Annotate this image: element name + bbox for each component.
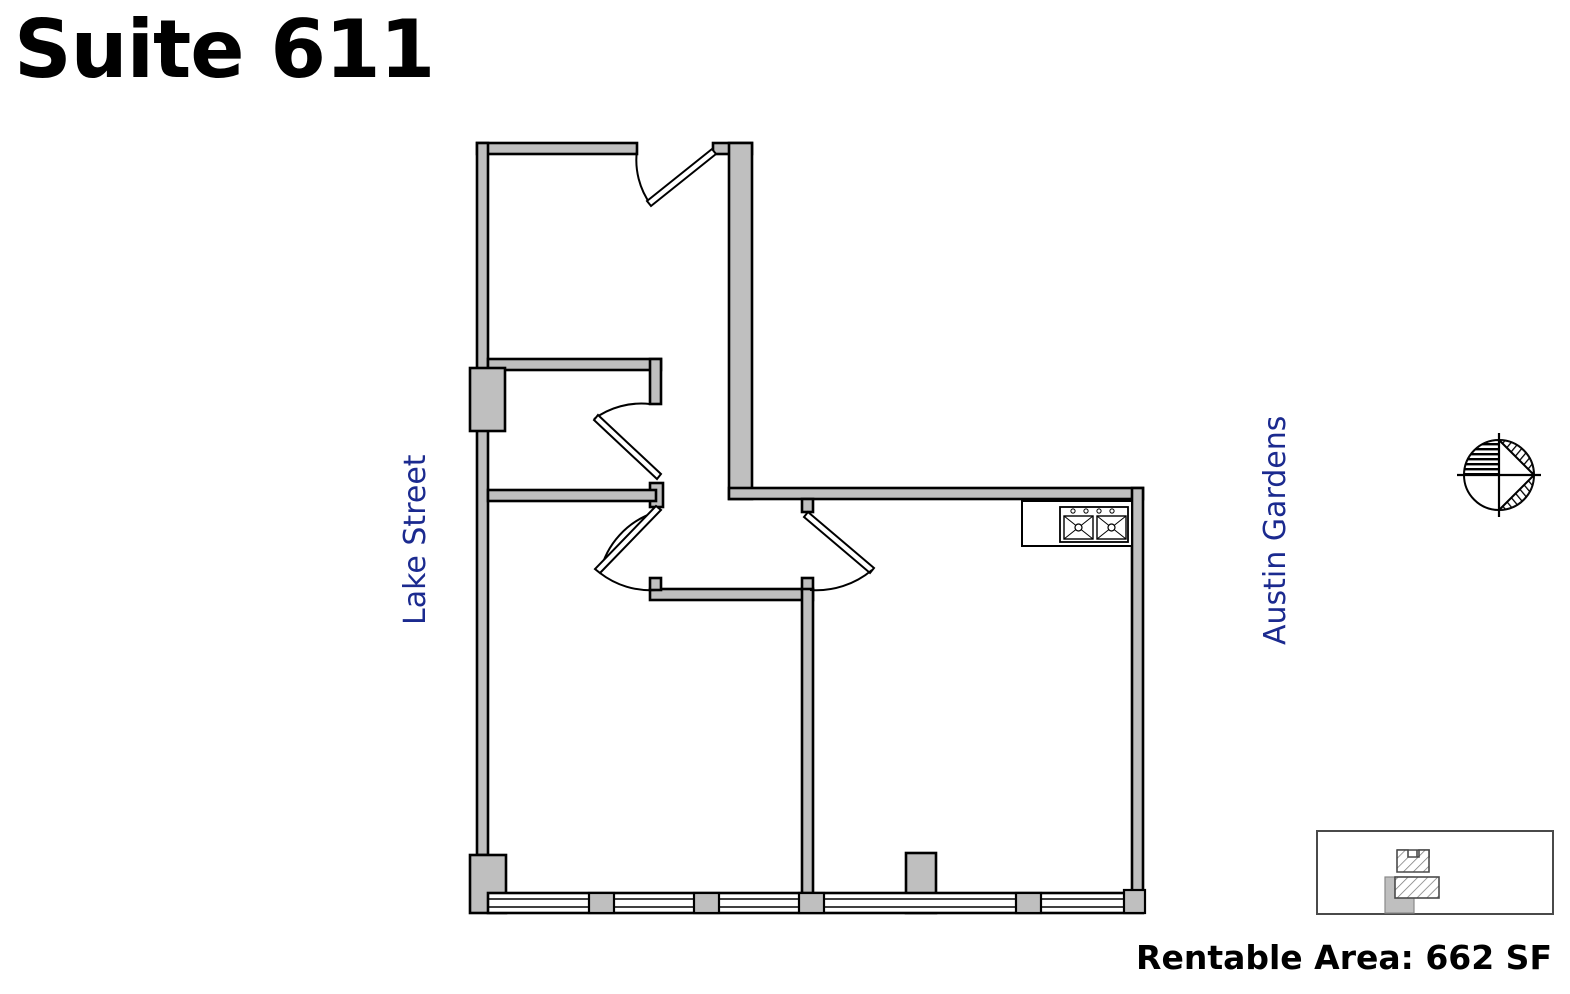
wall-east-exterior — [1130, 486, 1145, 908]
window-corner-east — [1122, 888, 1147, 915]
entry-door — [635, 147, 718, 208]
street-label-lake-street: Lake Street — [398, 454, 433, 625]
wall-central-divider — [800, 587, 815, 901]
wall-small-office-right-upper — [648, 357, 663, 406]
kitchenette-counter — [1021, 500, 1133, 547]
building-key-plan-icon — [1316, 830, 1554, 915]
south-curtain-wall — [486, 888, 1147, 915]
window-mullion-1 — [587, 891, 616, 915]
wall-west-exterior-upper — [475, 141, 490, 372]
window-mullion-4 — [1014, 891, 1043, 915]
wall-vestibule-jamb-left — [648, 576, 663, 592]
column-southwest — [468, 853, 508, 915]
vestibule-door-west — [593, 504, 663, 575]
wall-small-office-top — [486, 357, 663, 372]
window-mullion-3 — [797, 891, 826, 915]
page-title: Suite 611 — [14, 3, 435, 96]
wall-north-east-vertical — [727, 141, 754, 501]
double-basin-sink-icon — [1059, 506, 1129, 543]
wall-west-exterior-lower — [475, 428, 490, 857]
wall-north-top-left — [475, 141, 639, 156]
vestibule-door-west-arc — [599, 572, 657, 592]
keyplan-suite-bar — [1394, 876, 1440, 899]
window-mullion-2 — [692, 891, 721, 915]
wall-vestibule-bottom — [648, 587, 815, 602]
vestibule-door-east — [802, 510, 876, 592]
small-office-door — [592, 402, 663, 481]
street-label-austin-gardens: Austin Gardens — [1258, 415, 1293, 645]
column-west-upper — [468, 366, 507, 433]
wall-east-wing-top — [727, 486, 1145, 501]
wall-small-office-bottom — [486, 488, 658, 503]
door-symbols — [592, 147, 876, 592]
rentable-area-label: Rentable Area: 662 SF — [1136, 938, 1552, 977]
north-arrow-compass-icon — [1452, 428, 1546, 522]
wall-east-door-jamb — [800, 497, 815, 514]
